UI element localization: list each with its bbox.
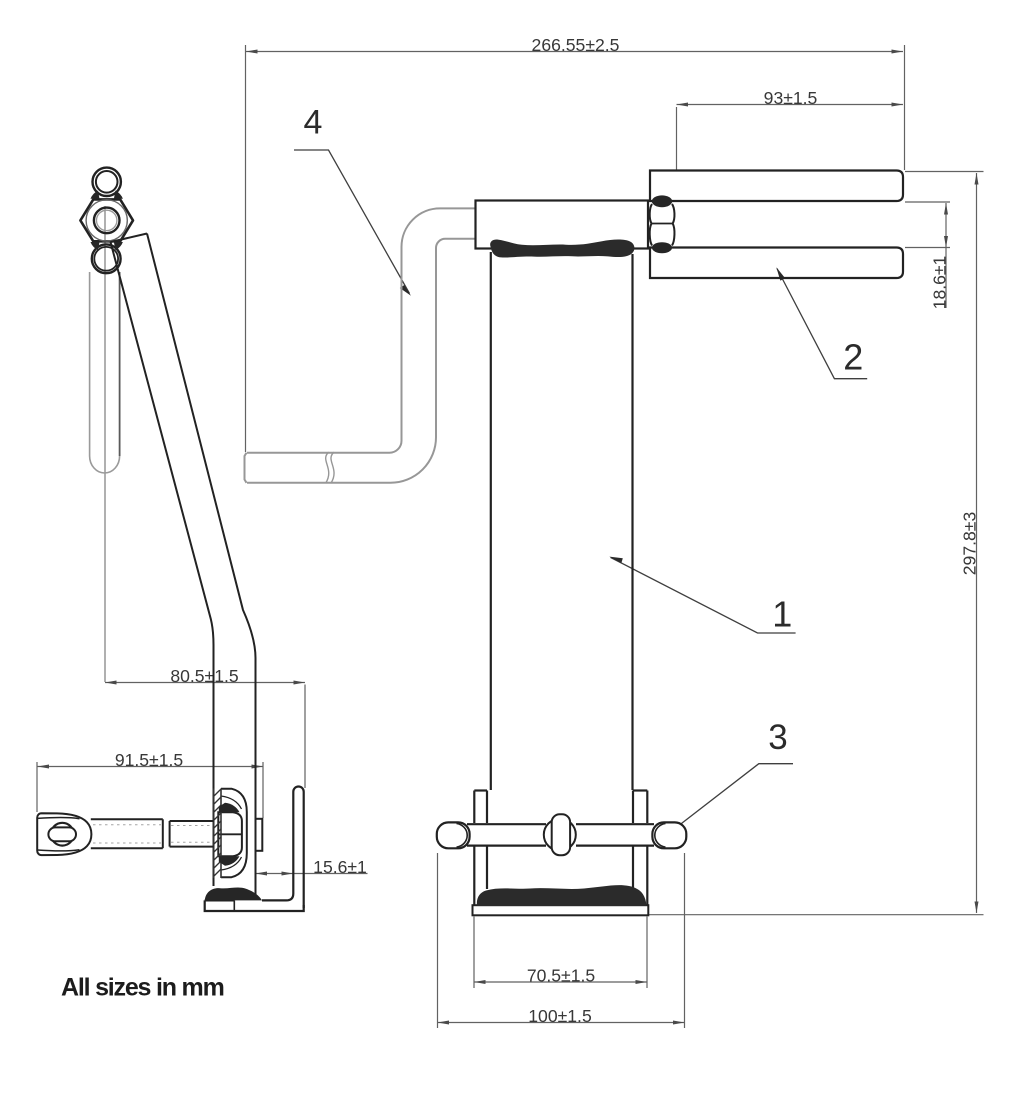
svg-text:3: 3 — [768, 718, 787, 757]
svg-text:18.6±1: 18.6±1 — [930, 256, 950, 310]
svg-text:93±1.5: 93±1.5 — [764, 88, 818, 108]
svg-text:91.5±1.5: 91.5±1.5 — [115, 750, 184, 770]
svg-text:266.55±2.5: 266.55±2.5 — [532, 35, 620, 55]
svg-text:297.8±3: 297.8±3 — [960, 512, 980, 576]
svg-text:2: 2 — [843, 337, 863, 378]
svg-text:15.6±1: 15.6±1 — [313, 857, 367, 877]
svg-text:4: 4 — [304, 104, 323, 142]
svg-text:70.5±1.5: 70.5±1.5 — [527, 966, 596, 986]
svg-text:100±1.5: 100±1.5 — [528, 1006, 592, 1026]
svg-text:80.5±1.5: 80.5±1.5 — [170, 666, 239, 686]
svg-text:1: 1 — [772, 594, 792, 635]
svg-text:All sizes in mm: All sizes in mm — [61, 974, 224, 1002]
